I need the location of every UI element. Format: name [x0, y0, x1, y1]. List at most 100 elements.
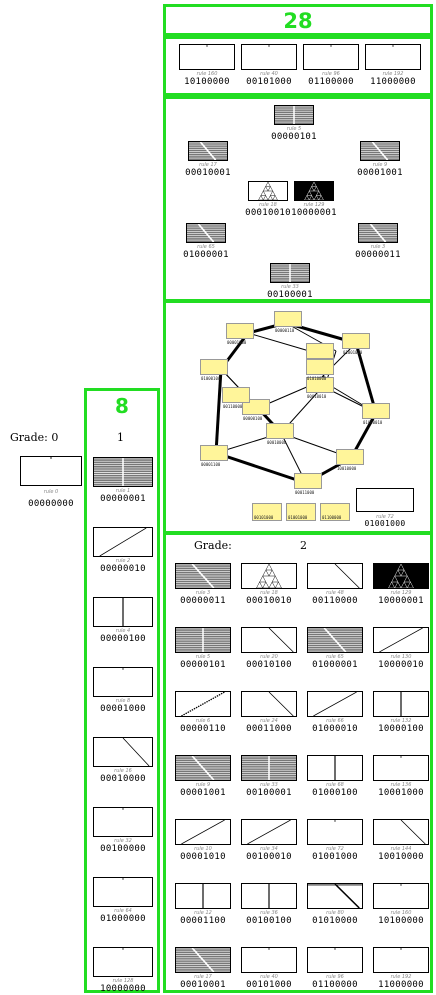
graph-node	[306, 377, 334, 393]
grade0-rule-label: rule 0	[43, 489, 59, 495]
rule-thumbnail	[175, 627, 231, 653]
binary-code: 01000000	[100, 914, 146, 924]
rule-label: rule 64	[114, 908, 132, 914]
rule-thumbnail	[241, 947, 297, 973]
binary-code: 00001100	[180, 916, 226, 926]
graph-node	[200, 445, 228, 461]
graph-node	[266, 423, 294, 439]
binary-code: 11000000	[378, 980, 424, 990]
rule-thumbnail	[373, 563, 429, 589]
binary-code: 00010000	[100, 774, 146, 784]
rule-thumbnail	[186, 223, 226, 243]
graph-node	[226, 323, 254, 339]
rule-label: rule 1	[115, 488, 131, 494]
graph-node-label: 00010010	[307, 394, 327, 399]
rule-thumbnail	[373, 819, 429, 845]
rule-label: rule 8	[115, 698, 131, 704]
rule-label: rule 66	[326, 718, 344, 724]
binary-code: 00101000	[246, 980, 292, 990]
graph-bottom-thumbnail	[356, 488, 414, 512]
rule-label: rule 10	[194, 846, 212, 852]
binary-code: 01000001	[312, 660, 358, 670]
binary-code: 00010001	[185, 168, 231, 178]
graph-node	[336, 449, 364, 465]
graph-small-node	[252, 503, 282, 521]
grade2-label: Grade:	[194, 539, 232, 552]
binary-code: 01000010	[312, 724, 358, 734]
rule-thumbnail	[93, 667, 153, 697]
binary-code: 01100000	[308, 77, 354, 87]
binary-code: 00000110	[180, 724, 226, 734]
binary-code: 00000001	[100, 494, 146, 504]
rule-thumbnail	[358, 223, 398, 243]
binary-code: 00100000	[100, 844, 146, 854]
rule-thumbnail	[307, 947, 363, 973]
binary-code: 00000011	[355, 250, 401, 260]
rule-label: rule 132	[390, 718, 412, 724]
graph-node-label: 00001000	[227, 340, 247, 345]
binary-code: 01100000	[312, 980, 358, 990]
binary-code: 00010010	[245, 208, 291, 218]
rule-thumbnail	[175, 947, 231, 973]
graph-node-label: 01000100	[201, 376, 221, 381]
binary-code: 00001000	[100, 704, 146, 714]
rule-thumbnail	[274, 105, 314, 125]
rule-label: rule 128	[112, 978, 134, 984]
rule-label: rule 40	[260, 71, 278, 77]
rule-thumbnail	[248, 181, 288, 201]
grade0-thumbnail	[20, 456, 82, 486]
rule-thumbnail	[373, 883, 429, 909]
graph-node-label: 01010000	[307, 376, 327, 381]
binary-code: 00101000	[246, 77, 292, 87]
binary-code: 00000010	[100, 564, 146, 574]
grade0-label: Grade: 0	[10, 431, 59, 444]
rule-thumbnail	[307, 691, 363, 717]
binary-code: 01000001	[183, 250, 229, 260]
binary-code: 00010100	[246, 660, 292, 670]
graph-small-node-label: 01100000	[322, 515, 342, 520]
rule-label: rule 136	[390, 782, 412, 788]
rule-label: rule 5	[286, 126, 302, 132]
rule-thumbnail	[175, 691, 231, 717]
rule-thumbnail	[93, 737, 153, 767]
binary-code: 00000011	[180, 596, 226, 606]
graph-node-label: 00011000	[295, 490, 315, 495]
rule-thumbnail	[93, 807, 153, 837]
rule-label: rule 6	[195, 718, 211, 724]
rule-thumbnail	[93, 527, 153, 557]
graph-node	[200, 359, 228, 375]
rule-label: rule 9	[195, 782, 211, 788]
rule-thumbnail	[93, 597, 153, 627]
rule-thumbnail	[307, 883, 363, 909]
graph-node-label: 00010000	[267, 440, 287, 445]
graph-small-node-label: 00101000	[254, 515, 274, 520]
rule-thumbnail	[373, 627, 429, 653]
rule-label: rule 72	[326, 846, 344, 852]
binary-code: 00000101	[180, 660, 226, 670]
rule-thumbnail	[241, 563, 297, 589]
rule-thumbnail	[307, 819, 363, 845]
graph-node-label: 10010000	[337, 466, 357, 471]
rule-label: rule 160	[196, 71, 218, 77]
binary-code: 00001001	[180, 788, 226, 798]
rule-label: rule 68	[326, 782, 344, 788]
rule-thumbnail	[188, 141, 228, 161]
binary-code: 10000001	[378, 596, 424, 606]
graph-node	[342, 333, 370, 349]
rule-label: rule 130	[390, 654, 412, 660]
rule-label: rule 48	[326, 590, 344, 596]
rule-label: rule 20	[260, 654, 278, 660]
binary-code: 10001000	[378, 788, 424, 798]
graph-node-label: 00000100	[243, 416, 263, 421]
rule-thumbnail	[93, 947, 153, 977]
binary-code: 10000100	[378, 724, 424, 734]
rule-label: rule 2	[115, 558, 131, 564]
rule-label: rule 129	[390, 590, 412, 596]
binary-code: 00011000	[246, 724, 292, 734]
graph-small-node	[286, 503, 316, 521]
rule-label: rule 9	[372, 162, 388, 168]
binary-code: 10100000	[378, 916, 424, 926]
rule-thumbnail	[241, 883, 297, 909]
